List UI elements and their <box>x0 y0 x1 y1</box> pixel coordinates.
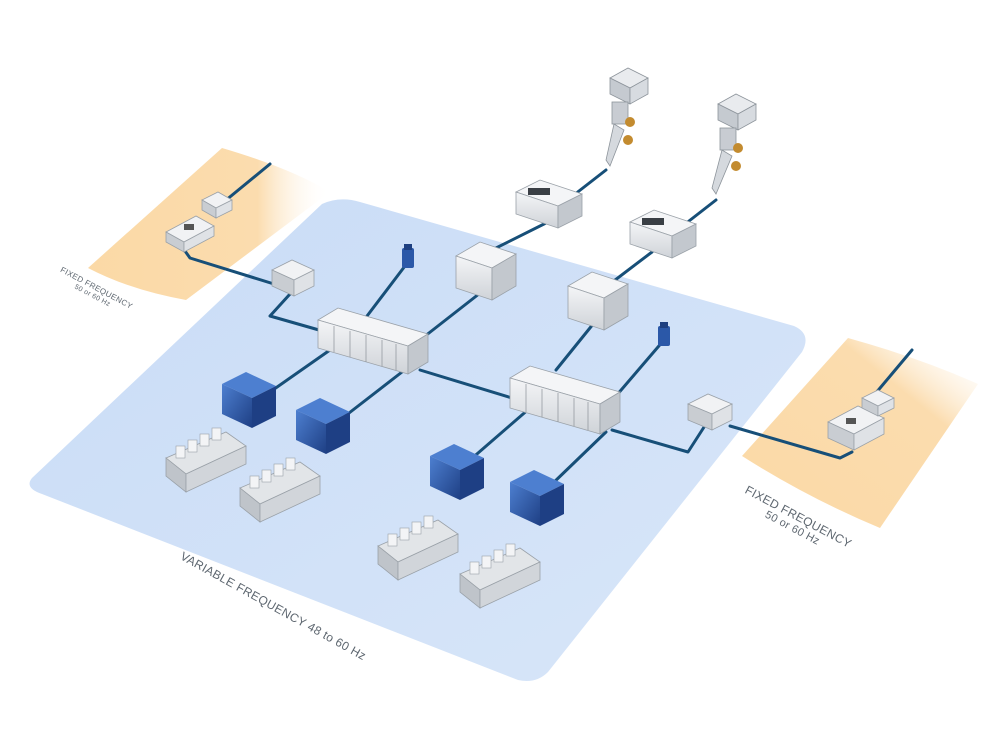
cable-gen3 <box>468 406 532 462</box>
cable-bus-tie <box>418 368 514 400</box>
cable-prop1 <box>490 220 550 252</box>
azimuth-thruster-1 <box>605 67 649 167</box>
zones <box>29 148 978 681</box>
cable-gen1 <box>268 348 332 394</box>
switchboard-right <box>827 405 885 451</box>
small-device-2 <box>658 322 670 346</box>
drive-cabinet-2 <box>567 271 629 331</box>
propulsion-drive-2 <box>628 209 698 259</box>
azimuth-thruster-2 <box>711 93 757 195</box>
cable-transformer-to-bus <box>268 292 328 334</box>
cable-dev1 <box>362 260 410 322</box>
drive-cabinet-1 <box>455 241 517 301</box>
propulsion-drive-1 <box>514 179 584 229</box>
generator-set-3 <box>377 444 484 581</box>
transformer-left <box>271 259 315 297</box>
unit-right-small <box>861 389 895 417</box>
transformer-right <box>687 393 733 431</box>
unit-left-small <box>201 191 233 219</box>
cable-bus2-to-transformer <box>610 422 708 454</box>
cable-vfd2 <box>554 316 600 372</box>
generator-set-2 <box>239 398 350 523</box>
generator-set-1 <box>165 372 276 493</box>
switchboard-left <box>165 215 215 253</box>
cable-dev2 <box>614 338 666 398</box>
generator-set-4 <box>459 470 564 609</box>
equipment <box>165 67 895 609</box>
cable-gen2 <box>338 370 404 422</box>
main-switchboard-1 <box>317 307 429 375</box>
main-switchboard-2 <box>509 365 621 435</box>
cable-vfd1 <box>418 288 486 342</box>
cable-gen4 <box>548 430 608 488</box>
small-device-1 <box>402 244 414 268</box>
cable-right-feed <box>728 424 854 460</box>
